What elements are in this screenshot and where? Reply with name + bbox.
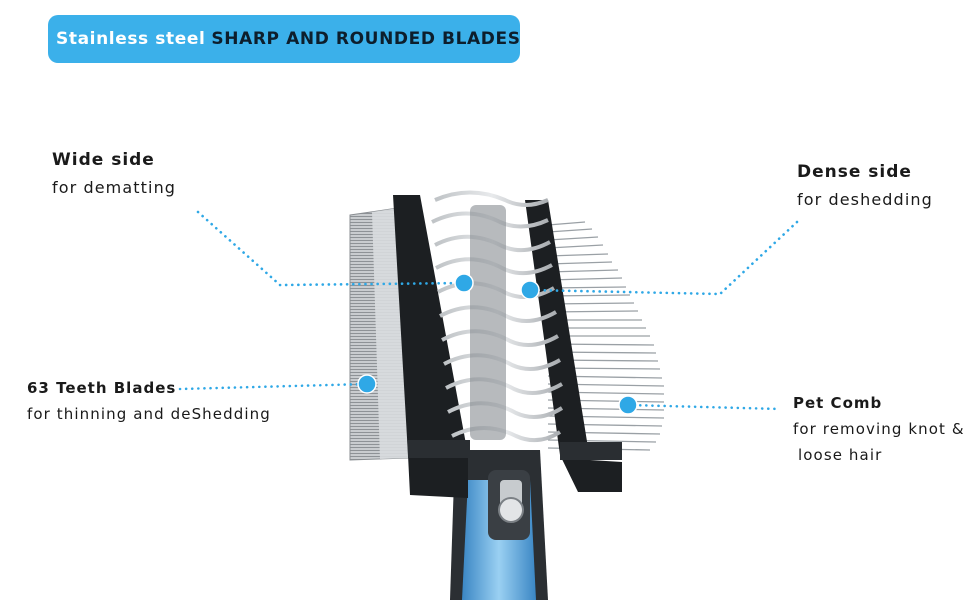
- banner-text-secondary: SHARP AND ROUNDED BLADES: [211, 29, 521, 49]
- pet-comb-dot: [618, 395, 638, 415]
- callout-dots: [357, 273, 638, 415]
- callout-teeth-subtitle: for thinning and deShedding: [27, 405, 271, 423]
- callout-dense-subtitle: for deshedding: [797, 190, 933, 209]
- blade-frame: [393, 195, 622, 498]
- pet-comb-leader: [626, 403, 782, 411]
- callout-comb-subtitle-2: loose hair: [798, 446, 883, 464]
- wide-side-leader: [196, 210, 466, 287]
- teeth-blade-leader: [178, 382, 369, 391]
- header-banner: Stainless steel SHARP AND ROUNDED BLADES: [48, 15, 520, 63]
- callout-pet-comb: Pet Comb for removing knot & loose hair: [793, 394, 965, 464]
- banner-text-primary: Stainless steel: [56, 29, 206, 49]
- teeth-blade-dot: [357, 374, 377, 394]
- handle: [450, 450, 548, 600]
- callout-wide-subtitle: for dematting: [52, 178, 177, 197]
- callout-wide-title: Wide side: [52, 150, 155, 170]
- rounded-blades: [431, 190, 564, 443]
- wide-side-dot: [454, 273, 474, 293]
- callout-lines: [178, 210, 799, 411]
- callout-dense-title: Dense side: [797, 162, 912, 182]
- blade-axle: [470, 205, 506, 440]
- callout-comb-title: Pet Comb: [793, 394, 883, 412]
- dense-side-dot: [520, 280, 540, 300]
- callout-comb-subtitle-1: for removing knot &: [793, 420, 965, 438]
- callout-teeth-title: 63 Teeth Blades: [27, 379, 177, 397]
- callout-dense-side: Dense side for deshedding: [797, 162, 933, 209]
- dense-side-leader: [528, 220, 799, 296]
- callout-wide-side: Wide side for dematting: [52, 150, 176, 197]
- callout-teeth-blades: 63 Teeth Blades for thinning and deShedd…: [27, 379, 271, 423]
